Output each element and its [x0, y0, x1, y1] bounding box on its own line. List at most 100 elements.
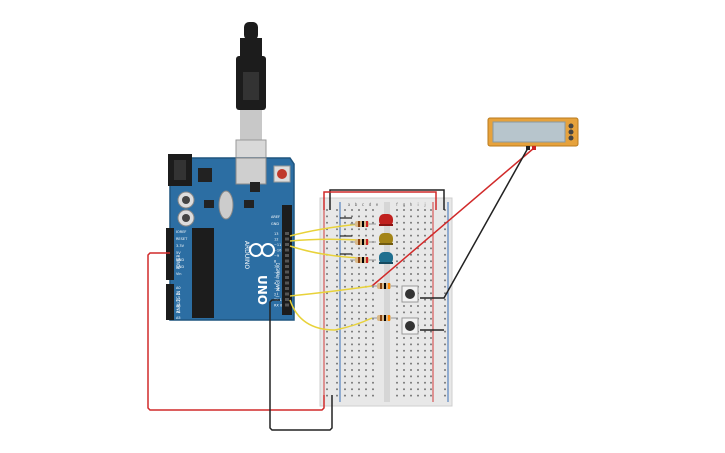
breadboard-hole[interactable] — [351, 375, 353, 378]
breadboard-hole[interactable] — [430, 362, 432, 365]
breadboard-hole[interactable] — [372, 253, 374, 256]
breadboard-hole[interactable] — [396, 228, 398, 231]
breadboard-hole[interactable] — [417, 349, 419, 352]
breadboard-hole[interactable] — [336, 337, 338, 339]
breadboard-hole[interactable] — [430, 241, 432, 243]
breadboard-hole[interactable] — [396, 337, 398, 339]
breadboard-hole[interactable] — [372, 260, 374, 263]
breadboard-hole[interactable] — [444, 305, 446, 307]
breadboard-hole[interactable] — [358, 311, 360, 314]
breadboard-hole[interactable] — [417, 215, 419, 218]
breadboard-hole[interactable] — [365, 311, 367, 314]
breadboard-hole[interactable] — [372, 356, 374, 359]
breadboard-hole[interactable] — [410, 356, 412, 359]
breadboard-hole[interactable] — [430, 266, 432, 269]
breadboard-hole[interactable] — [351, 349, 353, 352]
breadboard-hole[interactable] — [430, 330, 432, 333]
breadboard-hole[interactable] — [351, 285, 353, 288]
breadboard-hole[interactable] — [403, 337, 405, 339]
breadboard-hole[interactable] — [326, 343, 328, 346]
breadboard-hole[interactable] — [372, 311, 374, 314]
wire-pin13[interactable] — [289, 223, 361, 237]
breadboard-hole[interactable] — [365, 292, 367, 295]
breadboard-hole[interactable] — [410, 375, 412, 378]
breadboard-hole[interactable] — [326, 260, 328, 263]
breadboard-hole[interactable] — [403, 260, 405, 263]
breadboard-hole[interactable] — [336, 394, 338, 397]
breadboard-hole[interactable] — [358, 394, 360, 397]
breadboard-hole[interactable] — [396, 388, 398, 391]
breadboard-hole[interactable] — [336, 292, 338, 295]
breadboard-hole[interactable] — [344, 394, 346, 397]
breadboard-hole[interactable] — [351, 292, 353, 295]
breadboard-hole[interactable] — [417, 241, 419, 243]
digital-pin[interactable] — [285, 248, 289, 252]
breadboard-hole[interactable] — [326, 234, 328, 237]
breadboard-hole[interactable] — [336, 362, 338, 365]
breadboard-hole[interactable] — [351, 317, 353, 320]
wire-pin12[interactable] — [289, 238, 361, 242]
breadboard-hole[interactable] — [403, 241, 405, 243]
breadboard-hole[interactable] — [424, 381, 426, 384]
breadboard-hole[interactable] — [396, 305, 398, 307]
breadboard-hole[interactable] — [326, 241, 328, 243]
breadboard-hole[interactable] — [344, 369, 346, 371]
breadboard-hole[interactable] — [396, 324, 398, 327]
breadboard-hole[interactable] — [403, 381, 405, 384]
breadboard-hole[interactable] — [444, 273, 446, 275]
breadboard-hole[interactable] — [410, 388, 412, 391]
breadboard-hole[interactable] — [396, 349, 398, 352]
breadboard-hole[interactable] — [430, 349, 432, 352]
breadboard-hole[interactable] — [403, 356, 405, 359]
breadboard-hole[interactable] — [430, 305, 432, 307]
breadboard-hole[interactable] — [430, 228, 432, 231]
breadboard-hole[interactable] — [351, 343, 353, 346]
breadboard-hole[interactable] — [424, 356, 426, 359]
digital-pin[interactable] — [285, 287, 289, 290]
yellow-led[interactable] — [379, 233, 393, 245]
digital-pin[interactable] — [285, 298, 289, 301]
breadboard-hole[interactable] — [417, 273, 419, 275]
breadboard-hole[interactable] — [417, 253, 419, 256]
breadboard-hole[interactable] — [424, 260, 426, 263]
breadboard-hole[interactable] — [430, 273, 432, 275]
breadboard-hole[interactable] — [358, 305, 360, 307]
breadboard-hole[interactable] — [444, 324, 446, 327]
breadboard-hole[interactable] — [336, 266, 338, 269]
breadboard-hole[interactable] — [430, 260, 432, 263]
breadboard-hole[interactable] — [326, 305, 328, 307]
breadboard-hole[interactable] — [358, 375, 360, 378]
breadboard-hole[interactable] — [424, 349, 426, 352]
breadboard-hole[interactable] — [351, 394, 353, 397]
breadboard-hole[interactable] — [344, 298, 346, 301]
wire-pin11[interactable] — [289, 245, 361, 259]
breadboard-hole[interactable] — [403, 343, 405, 346]
breadboard-hole[interactable] — [417, 209, 419, 211]
breadboard-hole[interactable] — [444, 330, 446, 333]
red-led[interactable] — [379, 214, 393, 226]
breadboard-hole[interactable] — [372, 221, 374, 224]
breadboard-hole[interactable] — [351, 228, 353, 231]
wire-lcd-red[interactable] — [371, 147, 535, 287]
usb-cable[interactable] — [235, 22, 267, 179]
breadboard-hole[interactable] — [403, 234, 405, 237]
breadboard-hole[interactable] — [351, 221, 353, 224]
breadboard-hole[interactable] — [396, 343, 398, 346]
breadboard-hole[interactable] — [403, 279, 405, 282]
breadboard-hole[interactable] — [326, 349, 328, 352]
wire-pin3[interactable] — [289, 299, 373, 331]
breadboard-hole[interactable] — [358, 247, 360, 250]
breadboard-hole[interactable] — [358, 209, 360, 211]
breadboard-hole[interactable] — [410, 273, 412, 275]
breadboard-hole[interactable] — [403, 228, 405, 231]
digital-pin[interactable] — [285, 259, 289, 263]
breadboard-hole[interactable] — [351, 273, 353, 275]
breadboard-hole[interactable] — [372, 375, 374, 378]
breadboard-hole[interactable] — [424, 266, 426, 269]
breadboard-hole[interactable] — [336, 305, 338, 307]
breadboard-hole[interactable] — [326, 221, 328, 224]
breadboard-hole[interactable] — [372, 266, 374, 269]
breadboard-hole[interactable] — [424, 228, 426, 231]
breadboard-hole[interactable] — [344, 330, 346, 333]
